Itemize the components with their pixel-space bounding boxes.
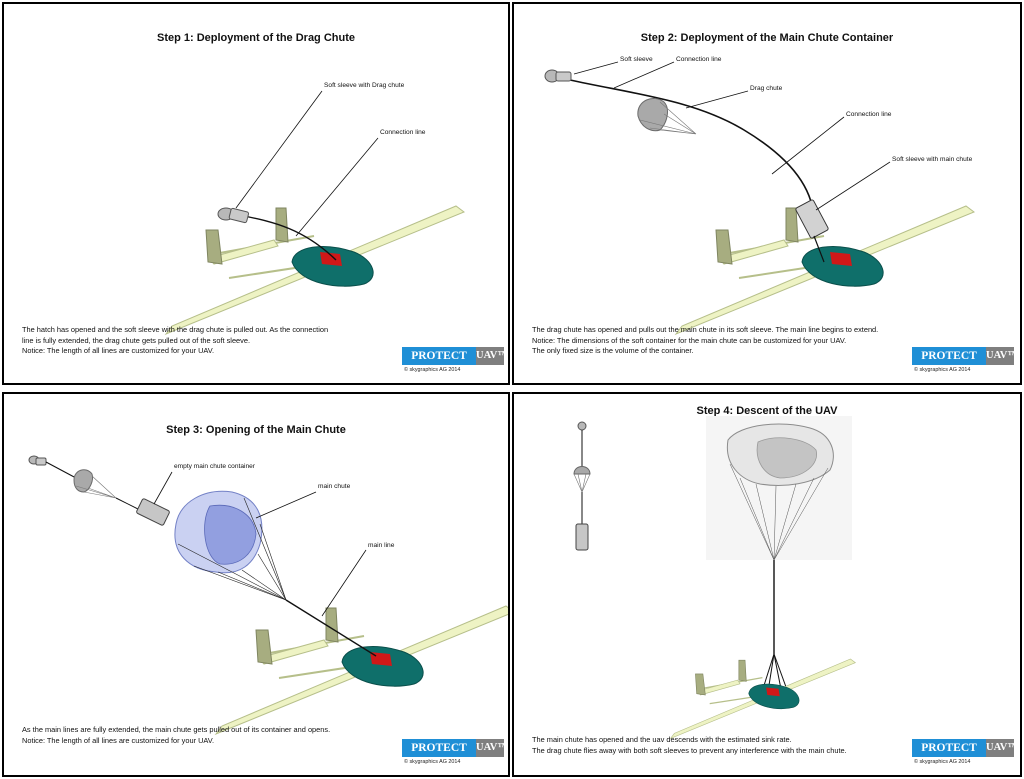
label-main-line: main line bbox=[368, 542, 395, 549]
main-chute bbox=[174, 490, 263, 574]
step4-description: The main chute has opened and the uav de… bbox=[532, 735, 847, 756]
main-chute-open bbox=[726, 423, 834, 486]
main-line bbox=[285, 599, 377, 657]
logo-uav: UAV™ bbox=[476, 347, 508, 365]
step3-title: Step 3: Opening of the Main Chute bbox=[166, 424, 346, 436]
step1-description: The hatch has opened and the soft sleeve… bbox=[22, 325, 328, 357]
logo-protect: PROTECT bbox=[402, 347, 476, 365]
leader-line bbox=[685, 90, 749, 109]
step2-illustration bbox=[544, 61, 975, 335]
step4-panel: Step 4: Descent of the UAV bbox=[512, 392, 1022, 777]
drag-chute bbox=[637, 98, 697, 135]
copyright: © skygraphics AG 2014 bbox=[914, 367, 971, 373]
logo-uav: UAV™ bbox=[986, 739, 1018, 757]
connection-line bbox=[569, 79, 815, 223]
desc-line: The drag chute flies away with both soft… bbox=[532, 745, 847, 755]
copyright: © skygraphics AG 2014 bbox=[404, 367, 461, 373]
label-empty-container: empty main chute container bbox=[174, 463, 255, 470]
uav-drone bbox=[670, 658, 857, 739]
drag-chute-with-sleeves bbox=[573, 421, 591, 551]
step1-panel: Step 1: Deployment of the Drag Chute Sof… bbox=[2, 2, 510, 385]
label-main-chute: main chute bbox=[318, 483, 351, 490]
desc-line: The main chute has opened and the uav de… bbox=[532, 735, 792, 744]
logo-protect: PROTECT bbox=[912, 739, 986, 757]
step1-title: Step 1: Deployment of the Drag Chute bbox=[156, 32, 356, 44]
leader-line bbox=[573, 61, 619, 75]
leader-line bbox=[153, 471, 173, 505]
step1-illustration bbox=[165, 90, 465, 335]
protect-uav-logo: PROTECT UAV™ bbox=[912, 347, 1018, 365]
desc-line: As the main lines are fully extended, th… bbox=[22, 725, 331, 734]
desc-line: The only fixed size is the volume of the… bbox=[532, 346, 694, 355]
desc-line: line is fully extended, the drag chute g… bbox=[22, 335, 251, 345]
soft-sleeve bbox=[28, 455, 47, 466]
label-connection-line: Connection line bbox=[676, 56, 722, 63]
label-soft-sleeve: Soft sleeve bbox=[620, 56, 653, 63]
step2-description: The drag chute has opened and pulls out … bbox=[532, 325, 878, 357]
leader-line bbox=[613, 61, 675, 89]
leader-line bbox=[235, 90, 323, 209]
desc-line: The drag chute has opened and pulls out … bbox=[532, 325, 879, 334]
logo-uav: UAV™ bbox=[476, 739, 508, 757]
step4-title: Step 4: Descent of the UAV bbox=[696, 405, 838, 417]
step2-title: Step 2: Deployment of the Main Chute Con… bbox=[640, 32, 894, 44]
drag-chute bbox=[73, 469, 117, 499]
desc-line: Notice: The length of all lines are cust… bbox=[22, 735, 215, 745]
leader-line bbox=[771, 116, 845, 175]
logo-uav: UAV™ bbox=[986, 347, 1018, 365]
copyright: © skygraphics AG 2014 bbox=[914, 759, 971, 765]
leader-line bbox=[321, 549, 367, 617]
step3-panel: Step 3: Opening of the Main Chute bbox=[2, 392, 510, 777]
leader-line bbox=[815, 161, 891, 211]
soft-sleeve-drag-chute bbox=[217, 207, 250, 224]
label-soft-sleeve-main: Soft sleeve with main chute bbox=[892, 156, 973, 163]
logo-protect: PROTECT bbox=[912, 347, 986, 365]
step3-description: As the main lines are fully extended, th… bbox=[22, 725, 330, 746]
step2-panel: Step 2: Deployment of the Main Chute Con… bbox=[512, 2, 1022, 385]
label-soft-sleeve: Soft sleeve with Drag chute bbox=[324, 82, 405, 89]
logo-protect: PROTECT bbox=[402, 739, 476, 757]
label-connection-line-mid: Connection line bbox=[846, 111, 892, 118]
copyright: © skygraphics AG 2014 bbox=[404, 759, 461, 765]
uav-drone bbox=[165, 205, 465, 335]
suspension-lines bbox=[729, 463, 829, 561]
soft-sleeve-main-chute bbox=[795, 199, 829, 239]
protect-uav-logo: PROTECT UAV™ bbox=[402, 347, 508, 365]
empty-main-chute-container bbox=[136, 498, 170, 526]
main-lines bbox=[177, 497, 287, 601]
desc-line: Notice: The length of all lines are cust… bbox=[22, 346, 215, 355]
leader-line bbox=[255, 491, 317, 519]
desc-line: The hatch has opened and the soft sleeve… bbox=[22, 325, 329, 334]
step3-illustration bbox=[28, 455, 508, 735]
desc-line: Notice: The dimensions of the soft conta… bbox=[532, 335, 847, 345]
label-connection-line: Connection line bbox=[380, 129, 426, 136]
soft-sleeve bbox=[544, 69, 572, 83]
uav-drone bbox=[215, 605, 508, 735]
label-drag-chute: Drag chute bbox=[750, 85, 783, 92]
protect-uav-logo: PROTECT UAV™ bbox=[402, 739, 508, 757]
leader-line bbox=[295, 137, 379, 237]
connection-line bbox=[243, 215, 337, 261]
step4-illustration bbox=[573, 416, 857, 739]
protect-uav-logo: PROTECT UAV™ bbox=[912, 739, 1018, 757]
